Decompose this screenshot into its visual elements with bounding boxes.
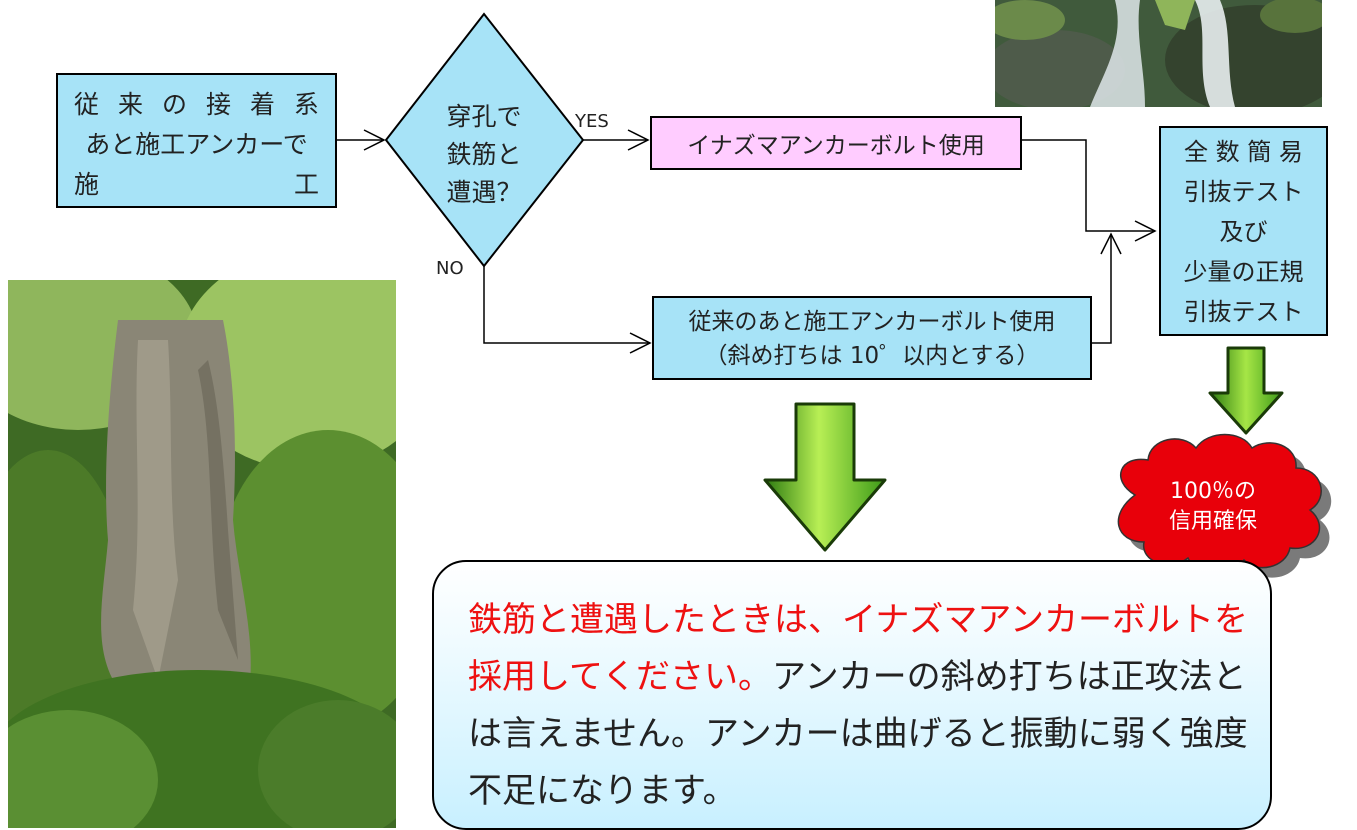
decision-label: 穿孔で 鉄筋と 遭遇？ <box>408 98 560 212</box>
small-down-arrow <box>1208 346 1284 435</box>
callout-black-text: アンカーの斜め打ちは正攻法とは言えません。アンカーは曲げると振動に弱く強度不足に… <box>468 657 1248 811</box>
arrow-no <box>483 266 652 354</box>
start-char: の <box>161 90 187 119</box>
start-char: 工 <box>293 170 319 199</box>
decision-line: 鉄筋と <box>446 140 522 169</box>
decision-line: 穿孔で <box>446 102 522 131</box>
start-char: 系 <box>293 90 319 119</box>
no-label: NO <box>436 258 464 279</box>
cedar-tree-photo <box>8 280 396 828</box>
arrow-inazuma-to-test <box>1022 139 1157 242</box>
badge-line-2: 信用確保 <box>1168 509 1257 534</box>
start-char: 従 <box>74 90 100 119</box>
start-char: 来 <box>117 90 143 119</box>
conventional-line-1: 従来のあと施工アンカーボルト使用 <box>688 309 1056 335</box>
conventional-line-2: （斜め打ちは 10゜以内とする） <box>704 343 1040 369</box>
decision-line: 遭遇？ <box>446 178 522 207</box>
test-line: 全 数 簡 易 <box>1184 138 1303 166</box>
start-char: 接 <box>205 90 231 119</box>
start-char: 着 <box>249 90 275 119</box>
test-line: 及び <box>1219 218 1268 246</box>
cloud-badge-text: 100％の 信用確保 <box>1118 477 1308 537</box>
start-char: 施 <box>74 170 100 199</box>
conventional-anchor-box: 従来のあと施工アンカーボルト使用 （斜め打ちは 10゜以内とする） <box>652 296 1092 380</box>
start-line-3: 施 工 <box>74 165 319 205</box>
test-line: 引抜テスト <box>1183 178 1304 206</box>
pull-test-box: 全 数 簡 易 引抜テスト 及び 少量の正規 引抜テスト <box>1159 126 1328 336</box>
test-line: 引抜テスト <box>1183 298 1304 326</box>
start-box-conventional-adhesive: 従 来 の 接 着 系 あと施工アンカーで 施 工 <box>56 73 337 208</box>
callout-text: 鉄筋と遭遇したときは、イナズマアンカーボルトを採用してください。アンカーの斜め打… <box>468 592 1258 820</box>
start-line-1: 従 来 の 接 着 系 <box>74 85 319 125</box>
inazuma-anchor-box: イナズマアンカーボルト使用 <box>650 116 1022 170</box>
big-down-arrow <box>763 402 887 552</box>
arrow-yes <box>583 129 650 151</box>
start-line-2: あと施工アンカーで <box>85 130 308 159</box>
waterfall-photo <box>995 0 1322 107</box>
test-line: 少量の正規 <box>1183 258 1304 286</box>
arrow-start-to-decision <box>337 129 386 151</box>
badge-line-1: 100％の <box>1170 479 1256 504</box>
arrow-conventional-to-test <box>1092 232 1122 344</box>
yes-label: YES <box>575 111 609 132</box>
callout-red-text: 鉄筋と遭遇したときは、イナズマアンカーボルトを採用してください。 <box>468 600 1248 697</box>
